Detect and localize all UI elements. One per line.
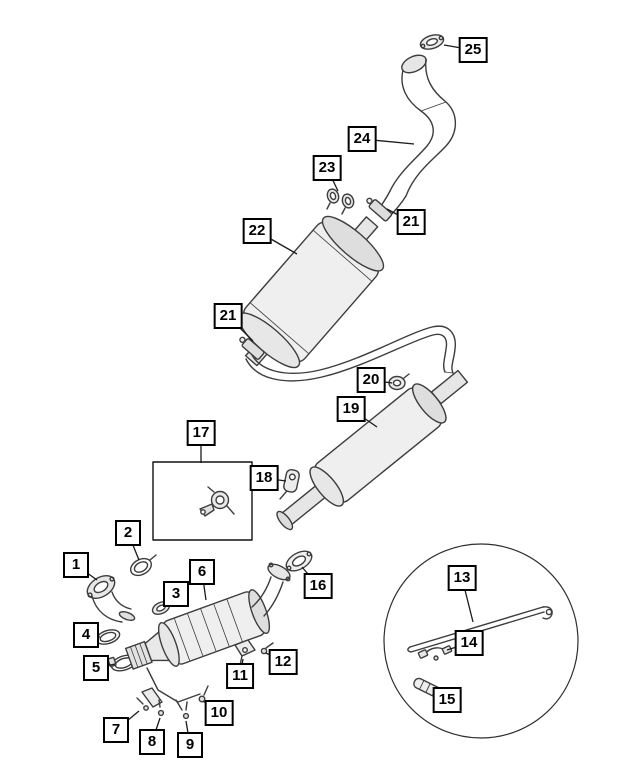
- valve-actuator: [199, 486, 235, 517]
- mount-bracket: [141, 667, 201, 711]
- callout-14[interactable]: 14: [454, 630, 484, 656]
- band-clamp-upper: [366, 197, 393, 222]
- callout-23[interactable]: 23: [312, 155, 342, 181]
- callout-12[interactable]: 12: [268, 649, 298, 675]
- callout-4[interactable]: 4: [73, 622, 99, 648]
- catalyst-outlet-pipe: [251, 562, 291, 617]
- callout-16[interactable]: 16: [303, 573, 333, 599]
- stud-8: [157, 699, 165, 717]
- callout-25[interactable]: 25: [458, 37, 488, 63]
- downpipe-elbow: [86, 574, 136, 623]
- callout-11[interactable]: 11: [226, 663, 254, 689]
- v-band-clamp: [129, 554, 157, 577]
- callout-7[interactable]: 7: [103, 717, 129, 743]
- callout-21[interactable]: 21: [396, 209, 426, 235]
- detail-box: [152, 461, 253, 541]
- hanger-isolator: [279, 469, 300, 500]
- catalytic-converter: [124, 589, 271, 670]
- callout-18[interactable]: 18: [249, 465, 279, 491]
- callout-2[interactable]: 2: [115, 520, 141, 546]
- callout-6[interactable]: 6: [189, 559, 215, 585]
- callout-22[interactable]: 22: [242, 218, 272, 244]
- tailpipe: [375, 54, 457, 220]
- callout-19[interactable]: 19: [336, 396, 366, 422]
- tailpipe-flange-nut: [419, 34, 445, 50]
- callout-9[interactable]: 9: [177, 732, 203, 758]
- callout-10[interactable]: 10: [204, 700, 234, 726]
- callout-24[interactable]: 24: [347, 126, 377, 152]
- callout-15[interactable]: 15: [432, 687, 462, 713]
- clamp-pair: [326, 188, 355, 215]
- callout-8[interactable]: 8: [139, 729, 165, 755]
- intermediate-pipe: [245, 325, 456, 382]
- callout-3[interactable]: 3: [163, 581, 189, 607]
- callout-1[interactable]: 1: [63, 552, 89, 578]
- callout-20[interactable]: 20: [356, 367, 386, 393]
- muffler: [237, 215, 385, 369]
- stud-10: [198, 685, 209, 703]
- stud-9: [182, 701, 190, 720]
- callout-5[interactable]: 5: [83, 655, 109, 681]
- resonator: [276, 369, 469, 531]
- callout-13[interactable]: 13: [447, 565, 477, 591]
- callout-21[interactable]: 21: [213, 303, 243, 329]
- callout-17[interactable]: 17: [186, 420, 216, 446]
- stud-7: [136, 697, 149, 711]
- bracket-11: [234, 639, 256, 666]
- band-clamp-lower: [239, 336, 265, 360]
- bolt-12: [260, 642, 274, 655]
